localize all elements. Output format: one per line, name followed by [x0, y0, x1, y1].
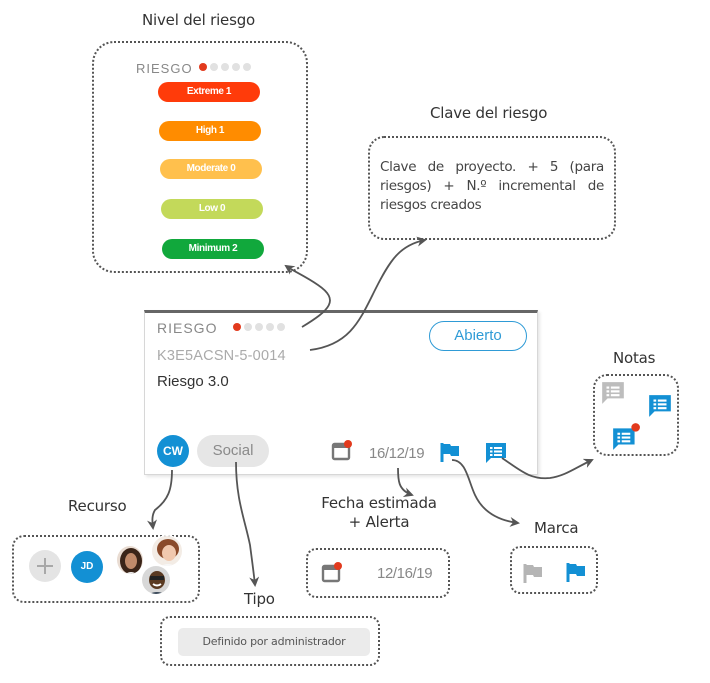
- estimated-date-value: 12/16/19: [377, 565, 433, 582]
- status-button[interactable]: Abierto: [429, 321, 527, 351]
- arrow-to-resource: [147, 469, 173, 530]
- risk-key-panel: [368, 136, 616, 240]
- heading-risk-key: Clave del riesgo: [430, 104, 548, 122]
- risk-level-label: RIESGO: [136, 61, 193, 76]
- resource-panel: [12, 535, 200, 603]
- risk-dot: [266, 323, 274, 331]
- add-resource-button[interactable]: [29, 550, 61, 582]
- risk-dot: [210, 63, 218, 71]
- user-photo-woman-2[interactable]: [151, 535, 183, 567]
- risk-dot: [221, 63, 229, 71]
- notes-icon[interactable]: [484, 441, 508, 465]
- risk-level-panel: [92, 41, 308, 273]
- heading-flag: Marca: [534, 519, 579, 537]
- risk-level-moderate[interactable]: Moderate 0: [160, 159, 262, 179]
- heading-type: Tipo: [244, 590, 275, 608]
- user-photo-man-1[interactable]: [141, 565, 171, 595]
- flag-icon-flagged: [566, 563, 585, 582]
- notes-icon-filled: [649, 395, 671, 417]
- resource-avatar-jd[interactable]: JD: [71, 551, 103, 583]
- risk-level-low[interactable]: Low 0: [161, 199, 263, 219]
- arrow-to-type: [235, 461, 260, 587]
- calendar-alert-icon[interactable]: [331, 440, 353, 462]
- risk-level-dots: [199, 63, 251, 71]
- heading-estimated-date: Fecha estimada + Alerta: [312, 494, 446, 532]
- type-chip: Definido por administrador: [178, 628, 370, 656]
- type-tag[interactable]: Social: [197, 435, 269, 467]
- flag-icon[interactable]: [439, 441, 461, 463]
- flag-icon-unflagged: [523, 564, 542, 583]
- risk-key-description: Clave de proyecto. + 5 (para riesgos) + …: [380, 159, 604, 213]
- type-panel: [160, 616, 380, 666]
- heading-estimated-date-line1: Fecha estimada: [321, 494, 437, 512]
- risk-name[interactable]: Riesgo 3.0: [157, 373, 229, 390]
- heading-notes: Notas: [613, 349, 656, 367]
- due-date[interactable]: 16/12/19: [369, 445, 425, 462]
- card-risk-label: RIESGO: [157, 320, 218, 336]
- risk-dot: [232, 63, 240, 71]
- risk-dot-active: [199, 63, 207, 71]
- notes-icon-empty: [602, 382, 624, 404]
- risk-key: K3E5ACSN-5-0014: [157, 348, 286, 364]
- heading-estimated-date-line2: + Alerta: [348, 513, 410, 531]
- risk-card[interactable]: RIESGO Abierto K3E5ACSN-5-0014 Riesgo 3.…: [144, 310, 538, 475]
- heading-risk-level: Nivel del riesgo: [142, 11, 255, 29]
- heading-resource: Recurso: [68, 497, 127, 515]
- risk-dot: [255, 323, 263, 331]
- risk-dot: [243, 63, 251, 71]
- assignee-avatar[interactable]: CW: [157, 435, 189, 467]
- man-avatar-icon: [142, 566, 170, 594]
- risk-level-minimum[interactable]: Minimum 2: [162, 239, 264, 259]
- notes-panel: [593, 374, 679, 456]
- risk-dot: [244, 323, 252, 331]
- woman-avatar-icon: [117, 546, 143, 574]
- estimated-date-panel: [306, 548, 450, 598]
- risk-dot-active: [233, 323, 241, 331]
- risk-level-extreme[interactable]: Extreme 1: [158, 82, 260, 102]
- notes-icon-new: [613, 423, 640, 450]
- risk-dot: [277, 323, 285, 331]
- calendar-alert-icon: [321, 562, 342, 583]
- card-risk-dots: [233, 323, 285, 331]
- risk-level-high[interactable]: High 1: [159, 121, 261, 141]
- user-photo-woman-1[interactable]: [116, 545, 144, 575]
- flag-panel: [510, 546, 598, 594]
